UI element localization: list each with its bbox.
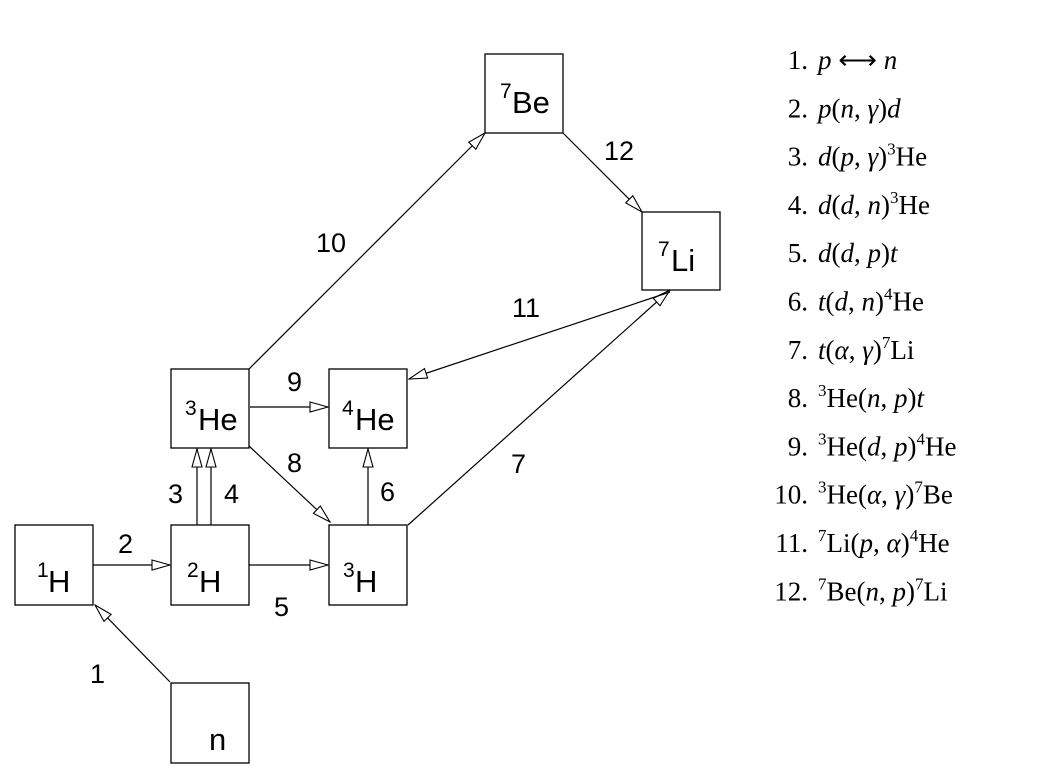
- arrow-label-9: 9: [287, 367, 302, 397]
- node-h2-symbol: H: [199, 564, 221, 599]
- node-he3-symbol: He: [198, 402, 238, 437]
- reaction-formula-7: t(α, γ)7Li: [818, 333, 914, 365]
- reaction-formula-3: d(p, γ)3He: [818, 140, 927, 172]
- reaction-formula-6: t(d, n)4He: [818, 285, 924, 317]
- node-h2-mass: 2: [187, 559, 199, 582]
- arrow-label-2: 2: [118, 529, 133, 559]
- reaction-formula-11: 7Li(p, α)4He: [818, 526, 950, 558]
- node-h2: 2 H: [170, 524, 250, 606]
- reaction-formula-5: d(d, p)t: [818, 238, 899, 268]
- arrow-label-8: 8: [287, 448, 302, 478]
- reaction-number-3: 3.: [788, 142, 808, 172]
- reaction-formula-8: 3He(n, p)t: [818, 381, 925, 413]
- arrow-label-6: 6: [380, 477, 395, 507]
- reaction-formula-12: 7Be(n, p)7Li: [818, 574, 947, 606]
- arrow-label-5: 5: [274, 592, 289, 622]
- node-h1: 1 H: [14, 524, 94, 606]
- reaction-formula-4: d(d, n)3He: [818, 188, 930, 220]
- reaction-formula-10: 3He(α, γ)7Be: [818, 478, 953, 510]
- arrow-11: [409, 291, 671, 379]
- reaction-formula-2: p(n, γ)d: [816, 93, 901, 123]
- node-h1-symbol: H: [48, 564, 70, 599]
- reaction-legend: 1. p ⟷ n 2. p(n, γ)d 3. d(p, γ)3He 4. d(d, n)3H…: [774, 45, 956, 606]
- reaction-number-6: 6.: [788, 287, 808, 317]
- node-li7: 7 Li: [641, 211, 721, 291]
- reaction-number-9: 9.: [788, 431, 808, 461]
- reaction-number-5: 5.: [788, 238, 808, 268]
- reaction-formula-1: p ⟷ n: [816, 45, 897, 75]
- node-he3-mass: 3: [185, 397, 197, 420]
- reaction-number-11: 11.: [775, 528, 808, 558]
- arrow-8: [248, 445, 330, 522]
- node-be7-symbol: Be: [512, 85, 550, 120]
- node-n-symbol: n: [209, 722, 226, 757]
- node-h1-mass: 1: [37, 559, 49, 582]
- reaction-number-7: 7.: [788, 335, 808, 365]
- arrow-12: [562, 132, 642, 212]
- node-he4: 4 He: [328, 368, 408, 449]
- node-h3-mass: 3: [343, 559, 355, 582]
- arrow-label-10: 10: [316, 228, 346, 258]
- arrow-label-1: 1: [90, 659, 105, 689]
- arrow-1: [95, 605, 171, 683]
- reaction-number-10: 10.: [774, 480, 808, 510]
- reaction-number-12: 12.: [774, 576, 808, 606]
- reaction-number-4: 4.: [788, 190, 808, 220]
- arrow-label-4: 4: [224, 479, 239, 509]
- reaction-number-labels: 1 2 3 4 5 6 7 8 9 10 11 12: [90, 136, 634, 689]
- reaction-arrows: [93, 132, 671, 683]
- node-li7-mass: 7: [658, 238, 670, 261]
- reaction-formula-9: 3He(d, p)4He: [818, 429, 956, 461]
- arrow-label-12: 12: [604, 136, 634, 166]
- arrow-label-11: 11: [512, 293, 540, 323]
- node-n: n: [170, 682, 250, 764]
- reaction-number-8: 8.: [788, 383, 808, 413]
- arrow-label-3: 3: [168, 479, 183, 509]
- reaction-number-1: 1.: [788, 45, 808, 75]
- node-be7-mass: 7: [500, 80, 512, 103]
- arrow-7: [407, 290, 670, 526]
- node-li7-symbol: Li: [671, 243, 695, 278]
- node-be7: 7 Be: [484, 53, 564, 134]
- node-he3: 3 He: [170, 368, 250, 449]
- node-he4-symbol: He: [355, 402, 395, 437]
- node-he4-mass: 4: [342, 397, 354, 420]
- node-h3: 3 H: [328, 524, 408, 606]
- arrow-10: [248, 133, 485, 370]
- reaction-number-2: 2.: [788, 93, 808, 123]
- arrow-label-7: 7: [511, 449, 526, 479]
- node-h3-symbol: H: [355, 564, 377, 599]
